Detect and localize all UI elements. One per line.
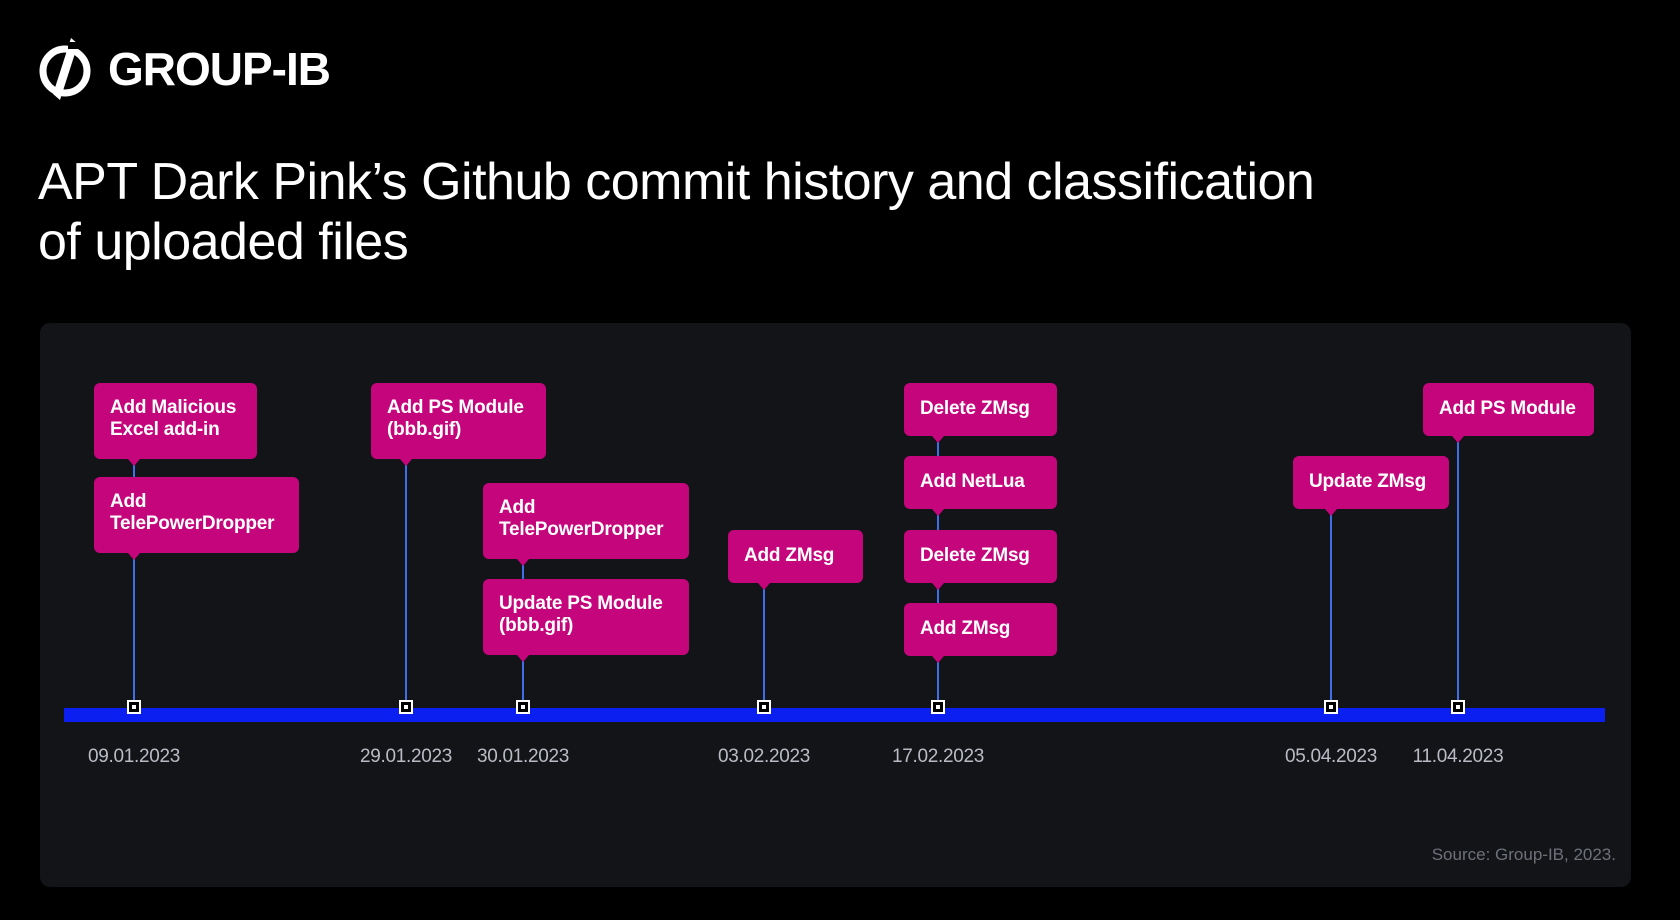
event-card: Add ZMsg: [904, 603, 1057, 663]
timeline-connector: [405, 459, 407, 708]
timeline-node: [931, 700, 945, 714]
event-card: Update PS Module (bbb.gif): [483, 579, 689, 662]
date-label: 29.01.2023: [359, 746, 453, 767]
event-card: Add TelePowerDropper: [94, 477, 299, 560]
event-card: Add NetLua: [904, 456, 1057, 516]
date-label: 09.01.2023: [87, 746, 181, 767]
event-card: Add Malicious Excel add-in: [94, 383, 257, 466]
event-card: Add TelePowerDropper: [483, 483, 689, 566]
title-line-1: APT Dark Pink’s Github commit history an…: [38, 153, 1315, 211]
source-note: Source: Group-IB, 2023.: [1431, 845, 1616, 864]
date-label: 11.04.2023: [1412, 746, 1504, 767]
timeline-node: [399, 700, 413, 714]
timeline-connector: [1330, 509, 1332, 708]
title-line-2: of uploaded files: [38, 213, 409, 271]
event-card: Delete ZMsg: [904, 530, 1057, 590]
date-label: 03.02.2023: [717, 746, 811, 767]
date-label: 30.01.2023: [476, 746, 570, 767]
timeline-connector: [1457, 436, 1459, 708]
event-card: Add ZMsg: [728, 530, 863, 590]
timeline-node: [1451, 700, 1465, 714]
event-card: Update ZMsg: [1293, 456, 1449, 516]
timeline-node: [1324, 700, 1338, 714]
date-label: 17.02.2023: [891, 746, 985, 767]
timeline-connector: [763, 583, 765, 708]
brand-logo: GROUP-IB: [38, 36, 331, 102]
group-ib-logo-icon: [39, 38, 91, 100]
event-card: Delete ZMsg: [904, 383, 1057, 443]
timeline-connector: [133, 459, 135, 708]
timeline-axis: [64, 708, 1605, 722]
page-title: APT Dark Pink’s Github commit history an…: [38, 152, 1598, 272]
timeline-node: [757, 700, 771, 714]
timeline-node: [516, 700, 530, 714]
timeline-panel: [40, 323, 1631, 887]
timeline-node: [127, 700, 141, 714]
event-card: Add PS Module (bbb.gif): [371, 383, 546, 466]
event-card: Add PS Module: [1423, 383, 1594, 443]
brand-name: GROUP-IB: [108, 43, 331, 95]
date-label: 05.04.2023: [1284, 746, 1378, 767]
